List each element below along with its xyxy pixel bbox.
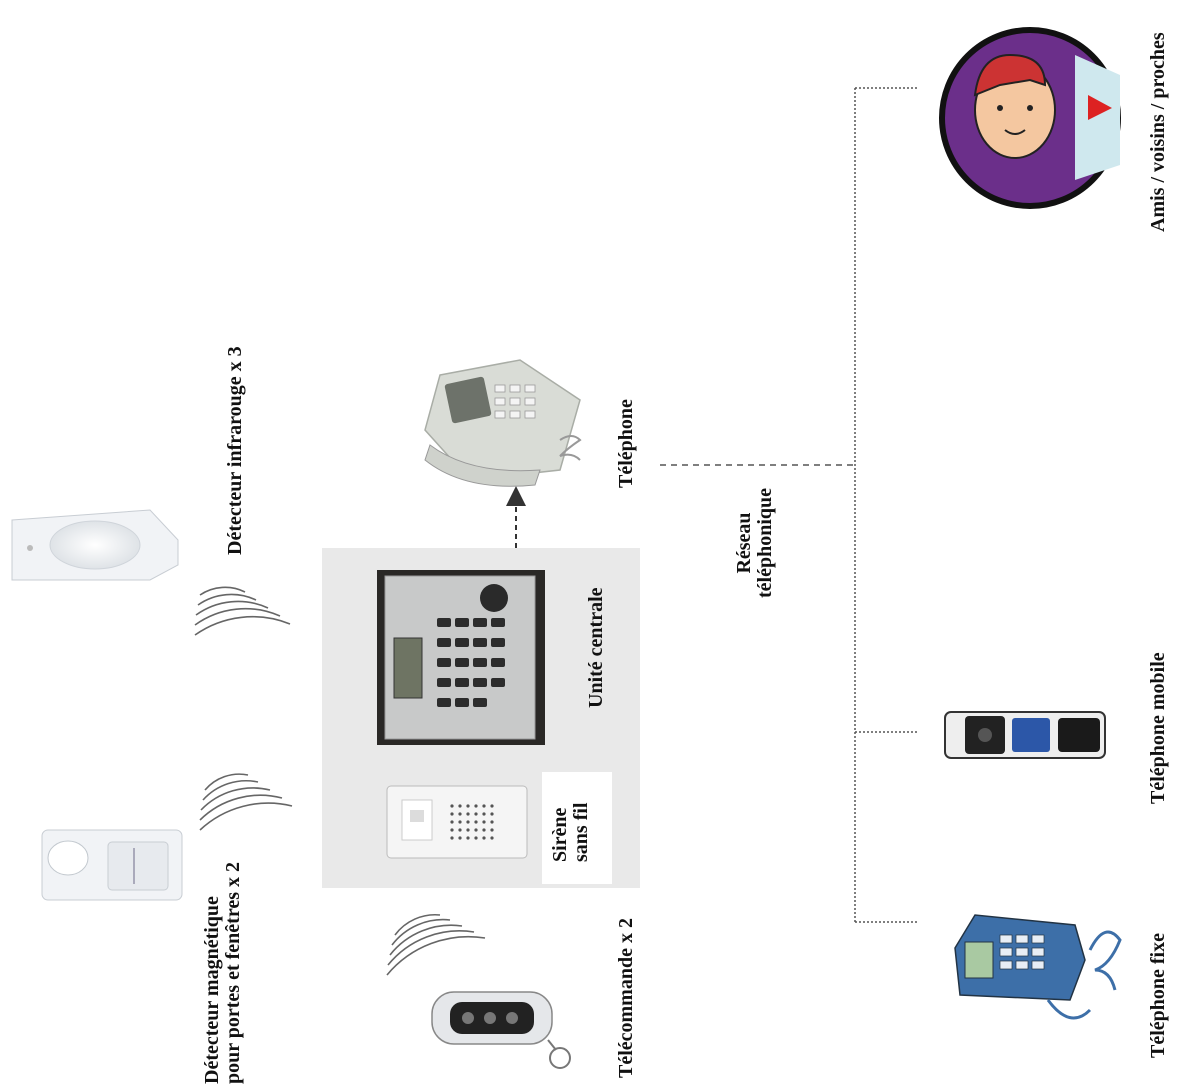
friends-label: Amis / voisins / proches xyxy=(1147,32,1169,232)
person-avatar-icon xyxy=(939,27,1121,209)
wireless-signal-icon xyxy=(199,773,293,831)
central-unit-icon xyxy=(377,570,545,859)
mobile-phone-label: Téléphone mobile xyxy=(1147,652,1169,804)
network-lines xyxy=(660,87,918,923)
siren-label-box xyxy=(542,772,612,884)
mobile-phone-icon xyxy=(944,711,1106,759)
remote-control-label: Télécommande x 2 xyxy=(615,918,637,1078)
landline-phone-label: Téléphone fixe xyxy=(1147,933,1169,1058)
siren-label: Sirène sans fil xyxy=(549,802,592,862)
wireless-signal-icon xyxy=(194,586,291,636)
infrared-detector-label: Détecteur infrarouge x 3 xyxy=(224,346,246,555)
siren-label-line2: sans fil xyxy=(570,802,592,862)
network-label-line1: Réseau xyxy=(733,512,755,574)
siren-label-line1: Sirène xyxy=(549,807,571,862)
remote-control-icon xyxy=(431,991,571,1069)
network-label: Réseau téléphonique xyxy=(733,487,776,598)
telephone-icon xyxy=(424,359,582,487)
magnetic-detector-label-line2: pour portes et fenêtres x 2 xyxy=(222,862,244,1084)
telephone-label: Téléphone xyxy=(615,399,637,488)
magnetic-detector-icon xyxy=(41,829,183,901)
central-unit-label: Unité centrale xyxy=(585,587,607,708)
central-panel xyxy=(322,548,640,888)
wireless-siren-icon xyxy=(386,785,528,859)
infrared-detector-icon xyxy=(11,509,179,581)
magnetic-detector-label-line1: Détecteur magnétique xyxy=(201,896,223,1084)
wireless-signal-icon xyxy=(386,913,486,976)
network-label-line2: téléphonique xyxy=(754,487,776,598)
landline-phone-icon xyxy=(954,914,1122,1020)
magnetic-detector-label: Détecteur magnétique pour portes et fenê… xyxy=(201,862,244,1084)
